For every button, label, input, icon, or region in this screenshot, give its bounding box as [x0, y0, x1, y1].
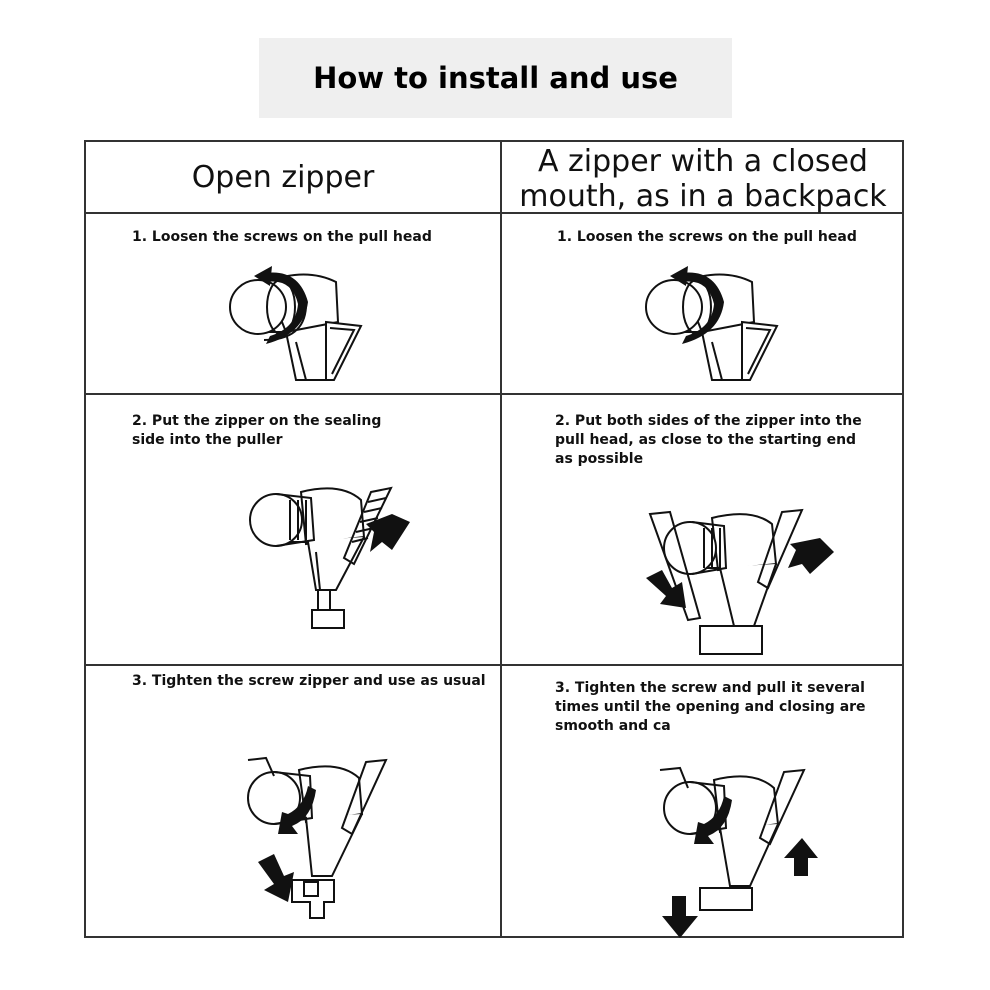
step-text-right-1: 1. Loosen the screws on the pull head	[557, 229, 857, 245]
push-arrow-icon	[788, 538, 834, 574]
zipper-pull-head-icon	[247, 756, 388, 919]
push-arrow-icon	[646, 570, 686, 608]
push-arrow-icon	[662, 896, 698, 938]
title-banner: How to install and use	[259, 38, 732, 118]
zipper-pull-head-icon	[646, 508, 834, 655]
row-divider	[86, 664, 902, 666]
zipper-pull-head-icon	[645, 266, 779, 381]
zipper-teeth-icon	[247, 756, 388, 836]
column-heading-open-zipper: Open zipper	[191, 160, 375, 195]
push-arrow-icon	[366, 514, 410, 552]
zipper-pull-head-icon	[229, 266, 363, 381]
column-heading-closed-zipper: A zipper with a closed mouth, as in a ba…	[519, 144, 887, 214]
zipper-pull-head-icon	[659, 766, 818, 938]
step-text-right-2: 2. Put both sides of the zipper into the…	[555, 413, 862, 467]
rotate-arrow-icon	[694, 796, 732, 844]
zipper-teeth-icon	[342, 486, 393, 566]
rotate-arrow-icon	[260, 272, 308, 344]
step-text-right-3: 3. Tighten the screw and pull it several…	[555, 680, 866, 734]
step-text-left-2: 2. Put the zipper on the sealing side in…	[132, 413, 382, 448]
push-arrow-icon	[258, 854, 294, 902]
rotate-arrow-icon	[278, 786, 316, 834]
rotate-arrow-icon	[676, 272, 724, 344]
instruction-grid: Open zipper A zipper with a closed mouth…	[84, 140, 904, 938]
row-divider	[86, 393, 902, 395]
column-divider	[500, 142, 502, 936]
row-divider	[86, 212, 902, 214]
zipper-pull-head-icon	[249, 486, 410, 629]
step-text-left-1: 1. Loosen the screws on the pull head	[132, 229, 432, 245]
push-arrow-icon	[784, 838, 818, 876]
zipper-teeth-icon	[659, 766, 806, 846]
step-text-left-3: 3. Tighten the screw zipper and use as u…	[132, 673, 486, 689]
page-title: How to install and use	[313, 61, 678, 95]
zipper-teeth-icon	[648, 508, 804, 622]
